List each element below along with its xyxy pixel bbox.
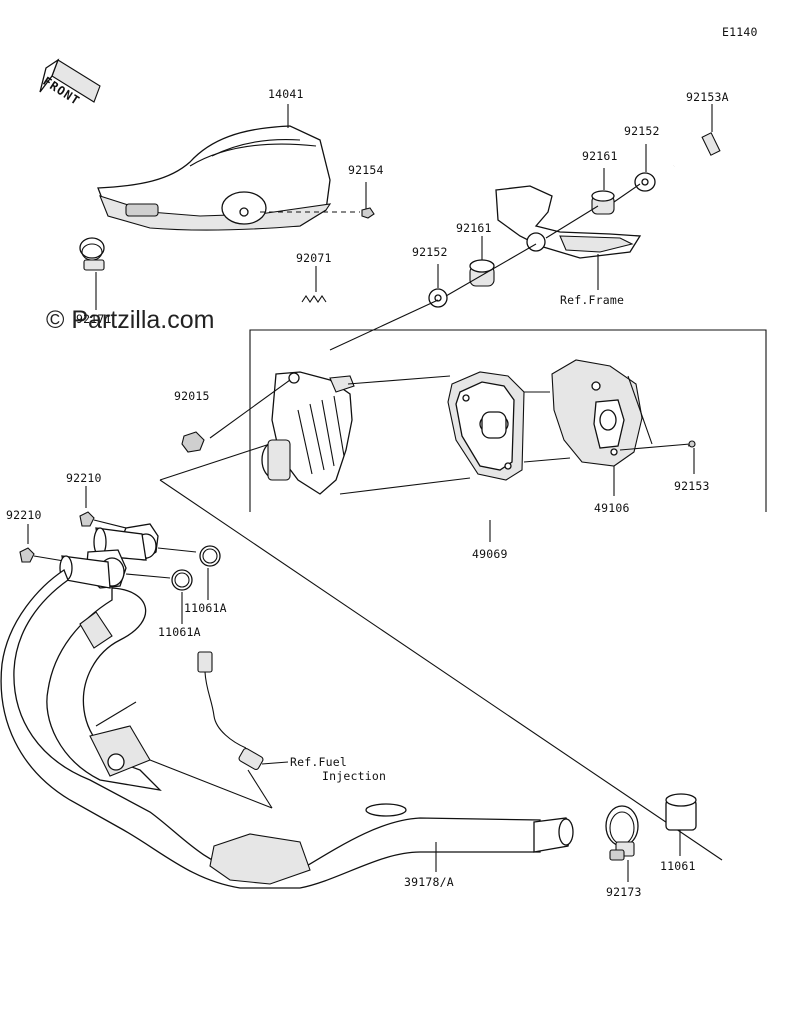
part-label-11061[interactable]: 11061 xyxy=(660,859,696,873)
heat-shield-cover-part[interactable] xyxy=(97,125,360,231)
nut-92210-upper-part[interactable] xyxy=(79,511,95,527)
gasket-11061A-upper-part[interactable] xyxy=(199,545,221,567)
grommet-part[interactable] xyxy=(526,232,546,252)
part-label-92210-lower[interactable]: 92210 xyxy=(6,508,42,522)
o2-sensor-part[interactable] xyxy=(197,651,264,771)
nut-92210-lower-part[interactable] xyxy=(19,547,35,563)
part-label-92153[interactable]: 92153 xyxy=(674,479,710,493)
part-label-49106[interactable]: 49106 xyxy=(594,501,630,515)
clamp-92171-part[interactable] xyxy=(79,237,105,271)
part-label-92153A[interactable]: 92153A xyxy=(686,90,729,104)
ref-fuel-injection-label[interactable]: Injection xyxy=(322,769,387,783)
spring-92071-part[interactable] xyxy=(301,295,327,303)
part-label-39178A[interactable]: 39178/A xyxy=(404,875,454,889)
part-label-92071[interactable]: 92071 xyxy=(296,251,332,265)
part-label-92152-upper[interactable]: 92152 xyxy=(624,124,660,138)
ref-fuel-label[interactable]: Ref.Fuel xyxy=(290,755,347,769)
washer-92152-lower-part[interactable] xyxy=(428,288,448,308)
bolt-92154-part[interactable] xyxy=(361,207,375,219)
part-label-49069[interactable]: 49069 xyxy=(472,547,508,561)
exhaust-pipe-39178A-part[interactable] xyxy=(0,569,574,889)
part-label-92015[interactable]: 92015 xyxy=(174,389,210,403)
muffler-49069-part[interactable] xyxy=(261,371,471,495)
collar-92161-lower-part[interactable] xyxy=(469,259,495,287)
part-label-11061A-upper[interactable]: 11061A xyxy=(184,601,227,615)
part-label-14041[interactable]: 14041 xyxy=(268,87,304,101)
diagram-code-label: E1140 xyxy=(722,25,758,39)
part-label-92152-lower[interactable]: 92152 xyxy=(412,245,448,259)
sleeve-11061-part[interactable] xyxy=(665,793,697,831)
part-label-92173[interactable]: 92173 xyxy=(606,885,642,899)
bolt-92153-part[interactable] xyxy=(687,440,696,448)
frame-bracket-part[interactable] xyxy=(495,185,642,290)
clamp-92173-part[interactable] xyxy=(605,805,639,861)
nut-92015-part[interactable] xyxy=(181,431,205,453)
part-label-92161-upper[interactable]: 92161 xyxy=(582,149,618,163)
ref-frame-label[interactable]: Ref.Frame xyxy=(560,293,625,307)
part-label-92171[interactable]: 92171 xyxy=(76,312,112,326)
muffler-cover-49106-part[interactable] xyxy=(551,359,643,467)
washer-92152-upper-part[interactable] xyxy=(634,172,656,192)
part-label-92161-lower[interactable]: 92161 xyxy=(456,221,492,235)
part-label-92154[interactable]: 92154 xyxy=(348,163,384,177)
muffler-assembly-frame xyxy=(159,329,767,861)
gasket-11061A-lower-part[interactable] xyxy=(171,569,193,591)
bolt-92153A-part[interactable] xyxy=(673,132,721,168)
muffler-end-cap-part[interactable] xyxy=(447,371,525,481)
exhaust-header-flanges[interactable] xyxy=(59,523,159,589)
collar-92161-upper-part[interactable] xyxy=(591,190,615,215)
watermark: © Partzilla.com xyxy=(46,306,215,334)
part-label-11061A-lower[interactable]: 11061A xyxy=(158,625,201,639)
part-label-92210-upper[interactable]: 92210 xyxy=(66,471,102,485)
front-arrow-icon xyxy=(39,58,101,103)
